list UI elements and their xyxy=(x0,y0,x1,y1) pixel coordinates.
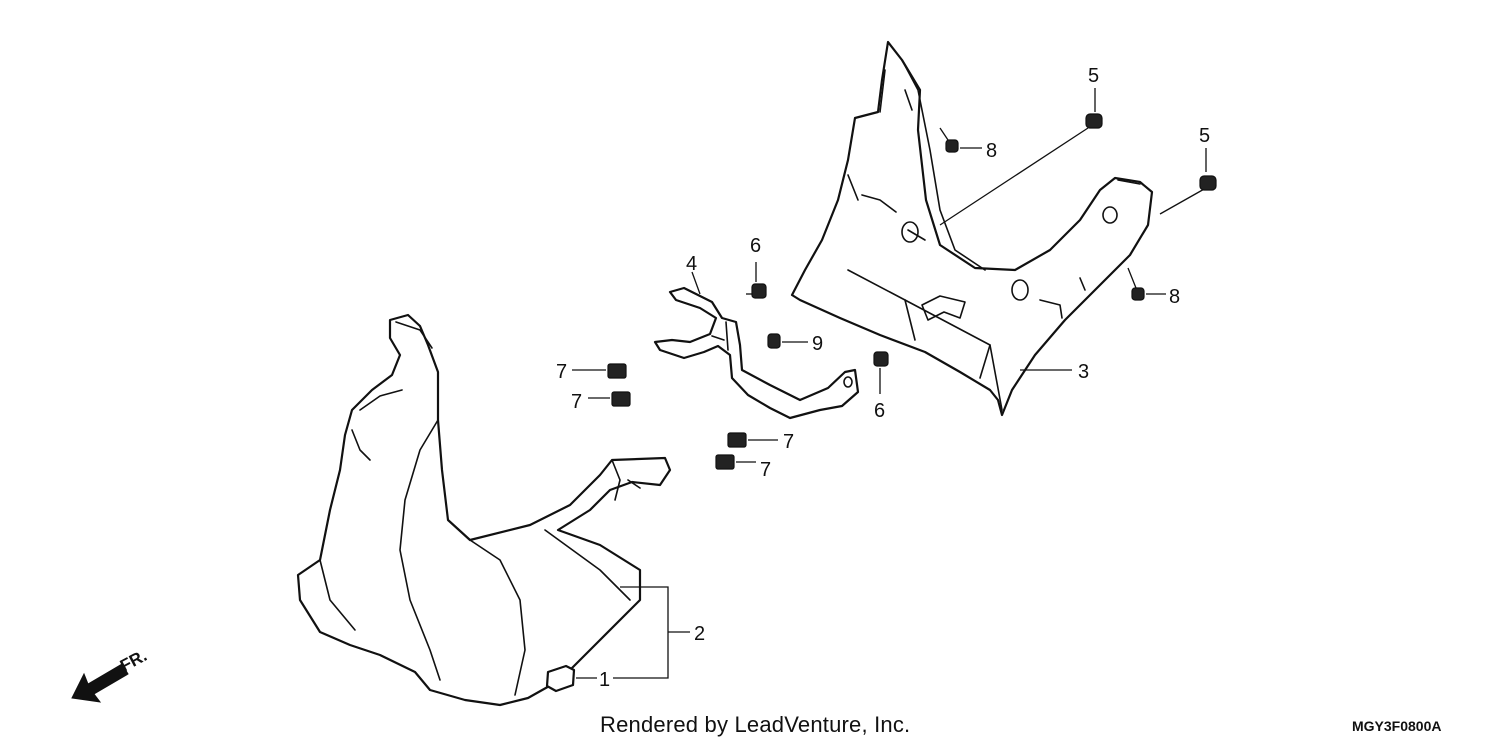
credit-text: Rendered by LeadVenture, Inc. xyxy=(600,712,911,737)
bolt-6-upper[interactable] xyxy=(746,262,767,299)
part-2-lower-cover[interactable] xyxy=(296,313,672,707)
callout-7-b[interactable]: 7 xyxy=(571,391,582,413)
part-3-rear-cover[interactable] xyxy=(790,40,1154,417)
clip-7-d[interactable] xyxy=(715,454,756,470)
callout-1[interactable]: 1 xyxy=(599,669,610,691)
screw-8-right[interactable] xyxy=(1127,267,1166,301)
callout-6-upper[interactable]: 6 xyxy=(750,235,761,257)
callout-8-right[interactable]: 8 xyxy=(1169,286,1180,308)
callout-7-c[interactable]: 7 xyxy=(783,431,794,453)
screw-8-upper[interactable] xyxy=(939,127,982,153)
callout-2[interactable]: 2 xyxy=(694,623,705,645)
callout-5-upper[interactable]: 5 xyxy=(1088,65,1099,87)
bolt-6-lower[interactable] xyxy=(873,351,889,394)
callout-8-upper[interactable]: 8 xyxy=(986,140,997,162)
callout-7-d[interactable]: 7 xyxy=(760,459,771,481)
diagram-code: MGY3F0800A xyxy=(1352,718,1442,734)
clip-9[interactable] xyxy=(767,333,808,349)
bolt-5-right[interactable] xyxy=(1159,148,1217,215)
part-1-pad[interactable] xyxy=(545,586,690,693)
part-4-bracket[interactable] xyxy=(653,271,860,420)
callout-4[interactable]: 4 xyxy=(686,253,697,275)
front-arrow-icon xyxy=(71,663,129,703)
callout-7-a[interactable]: 7 xyxy=(556,361,567,383)
callout-3[interactable]: 3 xyxy=(1078,361,1089,383)
clip-7-b[interactable] xyxy=(588,391,631,407)
callout-9[interactable]: 9 xyxy=(812,333,823,355)
callout-5-right[interactable]: 5 xyxy=(1199,125,1210,147)
clip-7-a[interactable] xyxy=(572,363,627,379)
clip-7-c[interactable] xyxy=(727,432,778,448)
front-direction-marker: FR. xyxy=(71,646,150,703)
bolt-5-upper[interactable] xyxy=(939,88,1103,226)
callout-6-lower[interactable]: 6 xyxy=(874,400,885,422)
